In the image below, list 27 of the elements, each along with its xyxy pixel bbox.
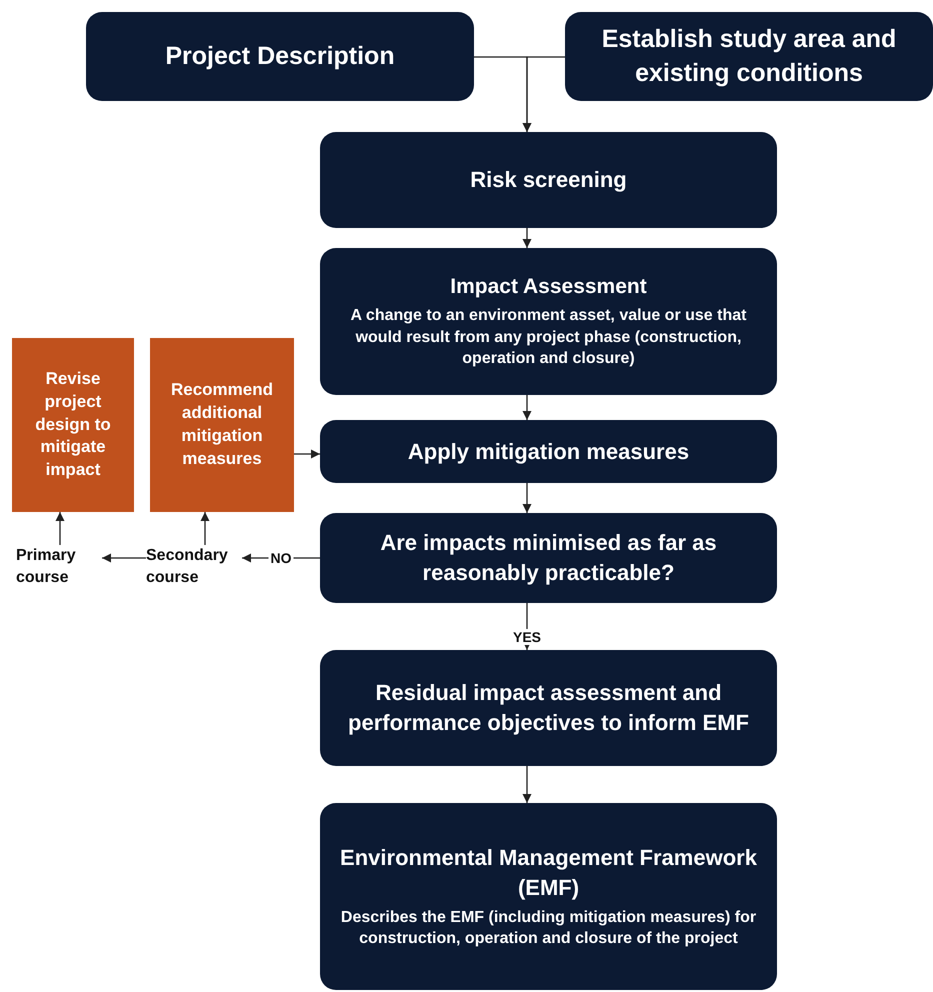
process-box (320, 248, 777, 395)
action-box: Recommend additional mitigation measures (150, 338, 294, 512)
box-heading: Impact Assessment (450, 274, 647, 300)
course-label: Secondary course (146, 546, 229, 588)
process-box: Residual impact assessment and performance objectives to inform EMF (320, 650, 777, 766)
arrow (522, 228, 532, 248)
box-heading: Environmental Management Framework (EMF) (339, 844, 758, 902)
process-box (320, 803, 777, 990)
process-box: Are impacts minimised as far as reasonably practicable? (320, 513, 777, 603)
action-box: Revise project design to mitigate impact (12, 338, 134, 512)
process-box: Project Description (86, 12, 474, 101)
arrow (522, 56, 565, 132)
arrow (200, 512, 210, 545)
box-description: Describes the EMF (including mitigation measures) for construction, operation and closure of the project (340, 908, 758, 950)
arrow (102, 553, 146, 563)
arrow (294, 449, 320, 459)
course-label: Primary course (16, 546, 77, 588)
arrow (522, 395, 532, 420)
process-box: Risk screening (320, 132, 777, 228)
edge-label: YES (511, 629, 543, 645)
arrow (522, 483, 532, 513)
process-box: Apply mitigation measures (320, 420, 777, 483)
edge-label: NO (268, 550, 294, 566)
process-box: Establish study area and existing conditions (565, 12, 933, 101)
box-description: A change to an environment asset, value or use that would result from any project phase (construction, operation and closure) (350, 306, 748, 370)
arrow (522, 766, 532, 803)
arrow (55, 512, 65, 545)
